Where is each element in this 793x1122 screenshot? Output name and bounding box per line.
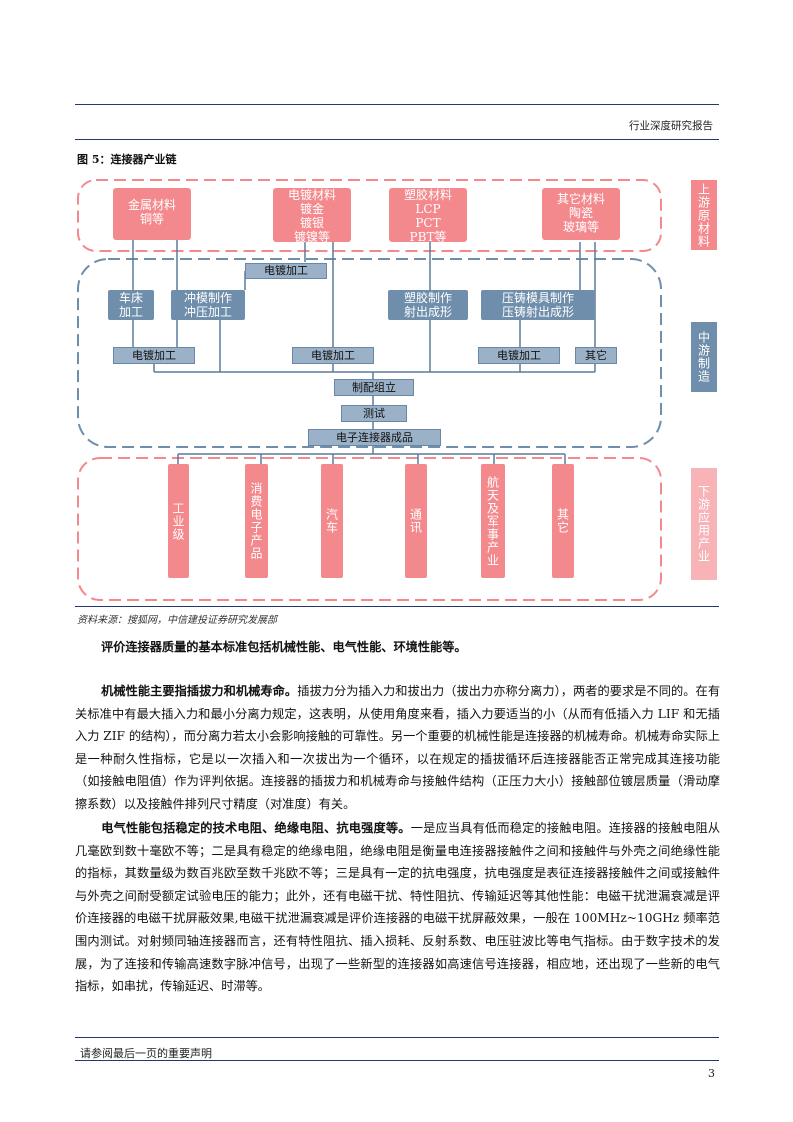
assembly-box: 制配组立 [334, 379, 414, 396]
plastic-line-1: 塑胶制作 [403, 291, 452, 305]
upstream-plastic: 塑胶材料 LCP PCT PBT等 [389, 188, 467, 244]
footer-disclaimer: 请参阅最后一页的重要声明 [80, 1047, 212, 1060]
upstream-plating: 电镀材料 镀金 镀银 镀镍等 [273, 188, 351, 244]
paragraph-3-text: 一是应当具有低而稳定的接触电阻。连接器的接触电阻从几毫欧到数十毫欧不等；二是具有… [75, 821, 721, 994]
downstream-auto: 汽车 [321, 464, 343, 578]
paragraph-3: 电气性能包括稳定的技术电阻、绝缘电阻、抗电强度等。一是应当具有低而稳定的接触电阻… [75, 817, 720, 998]
report-type: 行业深度研究报告 [629, 120, 713, 132]
upstream-other-line-3: 玻璃等 [562, 220, 599, 234]
downstream-other: 其它 [552, 464, 574, 578]
upstream-other: 其它材料 陶瓷 玻璃等 [542, 188, 620, 240]
page-number: 3 [708, 1067, 715, 1080]
plating-3: 电镀加工 [478, 347, 560, 364]
testing-box: 测试 [341, 405, 407, 422]
other-mid: 其它 [575, 347, 617, 364]
plating-top: 电镀加工 [245, 263, 327, 279]
downstream-industrial: 工业级 [168, 464, 189, 578]
upstream-plating-line-2: 镀金 [299, 202, 324, 216]
paragraph-1-text: 评价连接器质量的基本标准包括机械性能、电气性能、环境性能等。 [101, 640, 467, 654]
downstream-aerospace: 航天及军事产业 [481, 464, 505, 578]
figure-bottom-rule [75, 606, 719, 607]
header-rule [75, 104, 719, 105]
upstream-metal-line-1: 金属材料 [127, 198, 176, 212]
midstream-frame [77, 258, 662, 448]
side-label-midstream: 中游制造 [691, 322, 717, 392]
stamping-line-2: 冲压加工 [183, 305, 232, 319]
upstream-plating-line-1: 电镀材料 [287, 188, 336, 202]
lathe-line-1: 车床 [118, 291, 143, 305]
paragraph-2: 机械性能主要指插拔力和机械寿命。插拔力分为插入力和拔出力（拔出力亦称分离力），两… [75, 680, 720, 816]
footer-rule [75, 1037, 719, 1038]
upstream-plating-line-3: 镀银 [299, 216, 324, 230]
upstream-plastic-line-4: PBT等 [409, 230, 447, 244]
stamping-line-1: 冲模制作 [183, 291, 232, 305]
plating-2: 电镀加工 [292, 347, 374, 364]
figure-title: 图 5：连接器产业链 [77, 153, 177, 166]
paragraph-2-lead: 机械性能主要指插拔力和机械寿命。 [101, 684, 298, 698]
plastic-box: 塑胶制作 射出成形 [388, 290, 468, 320]
side-label-upstream: 上游原材料 [691, 180, 717, 250]
header-rule-bottom [75, 139, 719, 140]
upstream-plastic-line-2: LCP [415, 202, 441, 216]
downstream-consumer: 消费电子产品 [245, 464, 268, 578]
footer-rule-bottom [75, 1060, 719, 1061]
paragraph-2-text: 插拔力分为插入力和拔出力（拔出力亦称分离力），两者的要求是不同的。在有关标准中有… [75, 684, 721, 811]
upstream-frame [77, 179, 662, 252]
upstream-plating-line-4: 镀镍等 [293, 230, 330, 244]
downstream-telecom: 通讯 [405, 464, 427, 578]
upstream-plastic-line-1: 塑胶材料 [403, 188, 452, 202]
upstream-plastic-line-3: PCT [415, 216, 441, 230]
diecast-line-1: 压铸模具制作 [501, 291, 574, 305]
plating-1: 电镀加工 [113, 347, 195, 364]
lathe-line-2: 加工 [118, 305, 143, 319]
plastic-line-2: 射出成形 [403, 305, 452, 319]
upstream-other-line-1: 其它材料 [556, 192, 605, 206]
paragraph-3-lead: 电气性能包括稳定的技术电阻、绝缘电阻、抗电强度等。 [101, 821, 411, 835]
stamping-box: 冲模制作 冲压加工 [171, 290, 245, 320]
figure-source: 资料来源：搜狐网，中信建投证券研究发展部 [77, 615, 277, 626]
finished-box: 电子连接器成品 [308, 429, 441, 446]
upstream-metal: 金属材料 铜等 [113, 188, 191, 240]
upstream-metal-line-2: 铜等 [139, 212, 164, 226]
paragraph-1: 评价连接器质量的基本标准包括机械性能、电气性能、环境性能等。 [75, 636, 720, 659]
diecast-line-2: 压铸射出成形 [501, 305, 574, 319]
downstream-frame [77, 457, 662, 601]
upstream-other-line-2: 陶瓷 [568, 206, 593, 220]
side-label-downstream: 下游应用产业 [691, 468, 717, 580]
diecast-box: 压铸模具制作 压铸射出成形 [481, 290, 595, 320]
diagram-lines [77, 179, 662, 601]
lathe-box: 车床 加工 [108, 290, 154, 320]
industry-chain-diagram: 金属材料 铜等 电镀材料 镀金 镀银 镀镍等 塑胶材料 LCP PCT PBT等… [75, 172, 720, 604]
